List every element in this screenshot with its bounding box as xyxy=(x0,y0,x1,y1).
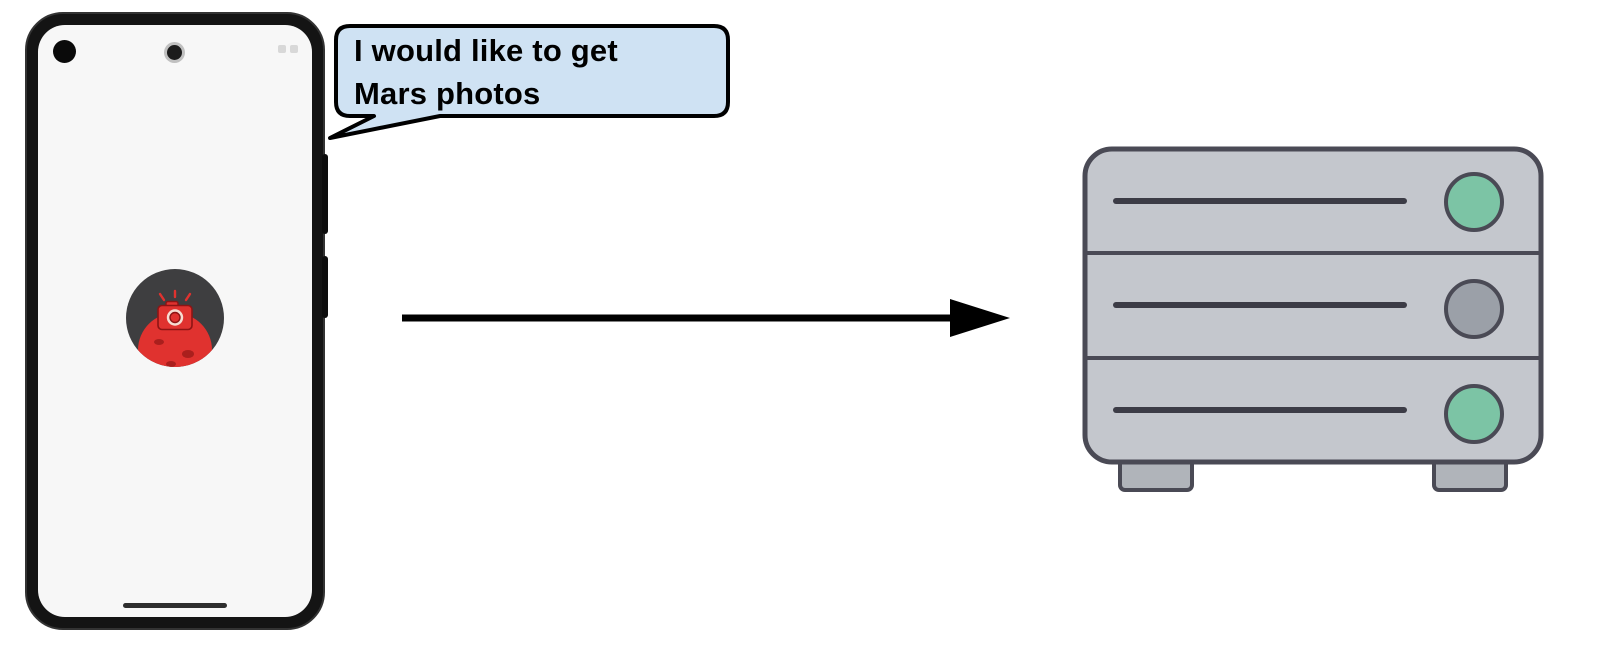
status-bar-icons xyxy=(278,45,298,53)
mars-camera-icon xyxy=(126,269,224,367)
speech-bubble-line-2: Mars photos xyxy=(354,75,541,111)
server-led-2 xyxy=(1444,279,1504,339)
smartphone xyxy=(25,12,328,630)
server-led-3 xyxy=(1444,384,1504,444)
speech-bubble: I would like to get Mars photos xyxy=(328,18,738,158)
server xyxy=(1082,146,1544,492)
speech-bubble-text: I would like to get Mars photos xyxy=(354,30,724,116)
mars-photos-app-icon xyxy=(125,268,225,368)
signal-icon xyxy=(278,45,286,53)
phone-power-button xyxy=(322,256,328,318)
speech-bubble-line-1: I would like to get xyxy=(354,33,618,68)
arrow-head-icon xyxy=(950,299,1010,337)
camera-icon xyxy=(157,289,193,331)
home-indicator xyxy=(123,603,227,608)
battery-icon xyxy=(290,45,298,53)
mars-planet xyxy=(138,313,212,367)
request-arrow xyxy=(402,299,1010,337)
phone-screen xyxy=(38,25,312,617)
phone-volume-button xyxy=(322,154,328,234)
server-led-1 xyxy=(1444,172,1504,232)
status-bar-dot xyxy=(53,40,76,63)
speech-bubble-shape xyxy=(328,24,730,140)
front-camera-icon xyxy=(167,45,182,60)
